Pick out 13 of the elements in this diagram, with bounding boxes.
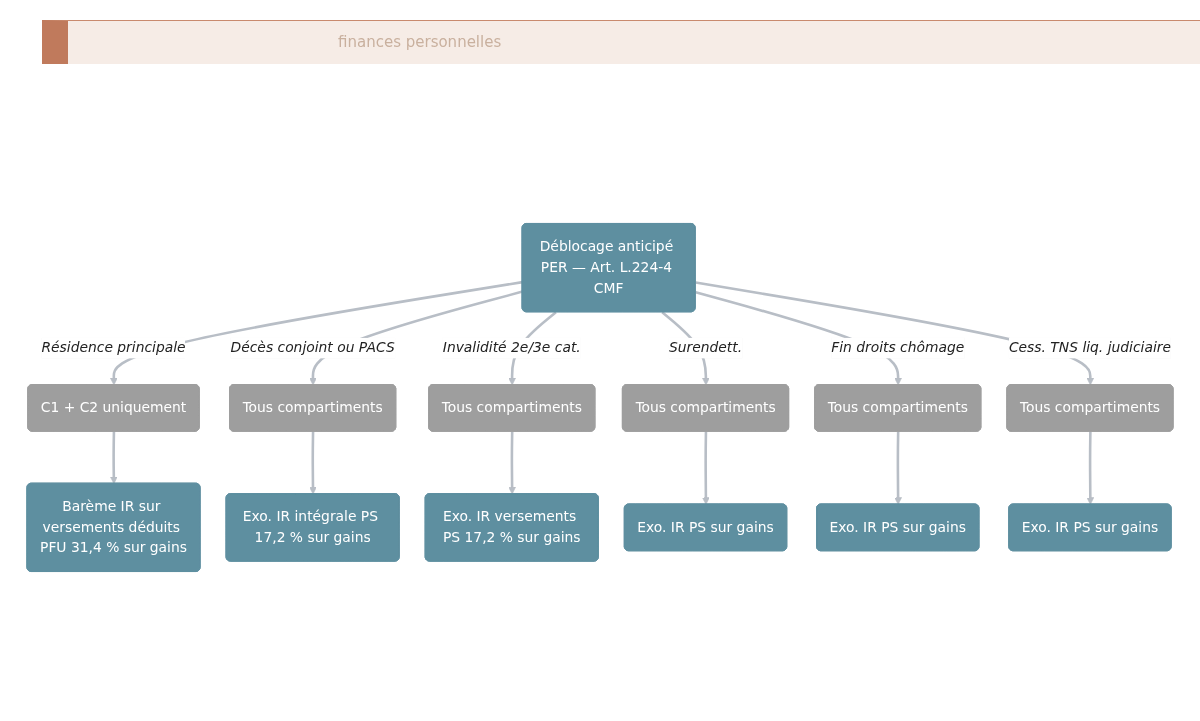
edge-label: Invalidité 2e/3e cat. — [442, 339, 581, 356]
edge-label: Cess. TNS liq. judiciaire — [1008, 339, 1171, 356]
edge-label: Fin droits chômage — [831, 339, 965, 356]
arrow — [309, 431, 317, 495]
tagline: finances personnelles — [338, 33, 502, 51]
arrow — [702, 431, 710, 505]
edge-label: Décès conjoint ou PACS — [230, 339, 395, 356]
arrow — [508, 431, 516, 495]
arrow — [894, 431, 902, 505]
edge-label: Résidence principale — [41, 339, 186, 356]
edge-label: Surendett. — [668, 339, 743, 356]
arrow — [1086, 431, 1095, 505]
arrow — [110, 431, 118, 484]
